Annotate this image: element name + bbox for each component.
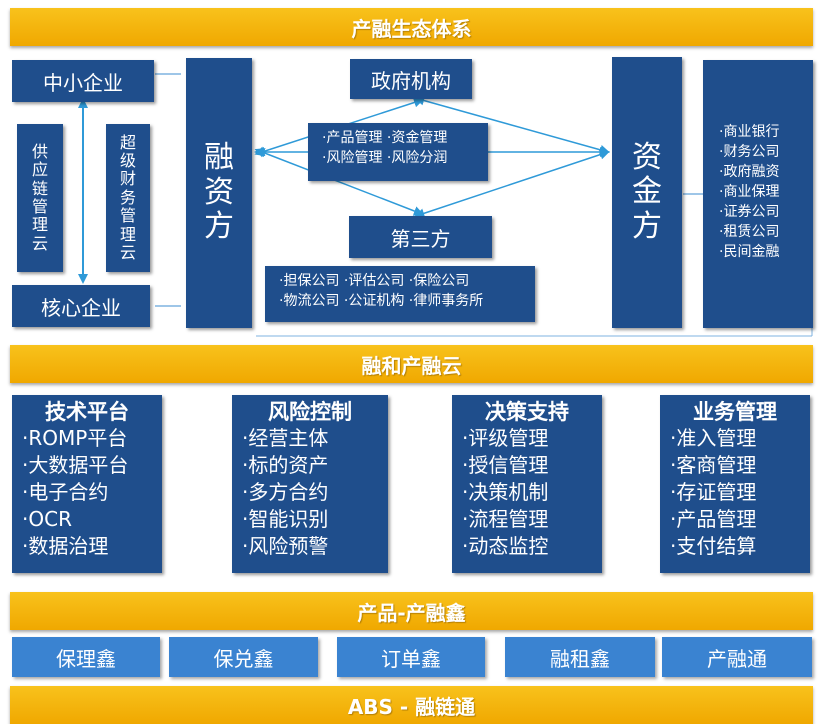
financing-party-char: 融: [204, 140, 234, 176]
module-title: 风险控制: [268, 400, 352, 424]
center-services-line: ·产品管理 ·资金管理: [322, 130, 448, 146]
module-item: ·电子合约: [22, 480, 109, 504]
financing-party-box: 融 资 方: [186, 58, 252, 328]
capital-party-char: 金: [632, 174, 662, 210]
module-title: 技术平台: [45, 400, 129, 424]
super-finance-cloud-box: 超 级 财 务 管 理 云: [106, 124, 150, 272]
module-item: ·大数据平台: [22, 453, 129, 477]
module-title: 业务管理: [693, 400, 777, 424]
capital-list-item: ·政府融资: [719, 164, 780, 180]
super-finance-cloud-char: 务: [119, 187, 136, 207]
module-risk-control: 风险控制 ·经营主体 ·标的资产 ·多方合约 ·智能识别 ·风险预警: [232, 395, 388, 573]
module-item: ·经营主体: [242, 426, 329, 450]
supply-chain-cloud-char: 链: [31, 178, 48, 198]
module-tech-platform: 技术平台 ·ROMP平台 ·大数据平台 ·电子合约 ·OCR ·数据治理: [12, 395, 162, 573]
module-item: ·流程管理: [462, 507, 549, 531]
third-party-list-line: ·担保公司 ·评估公司 ·保险公司: [279, 273, 470, 289]
thirdparty-capital-arrow: [414, 149, 610, 219]
products-title: 产品-产融鑫: [10, 592, 813, 630]
abs-title: ABS - 融链通: [10, 686, 813, 724]
supply-chain-cloud-char: 云: [31, 233, 48, 253]
sme-box: 中小企业: [12, 60, 154, 102]
module-item: ·评级管理: [462, 426, 549, 450]
module-item: ·存证管理: [670, 480, 757, 504]
third-party-box: 第三方: [349, 216, 492, 258]
super-finance-cloud-char: 财: [119, 169, 136, 189]
product-chanrongtong: 产融通: [662, 637, 812, 677]
third-party-list-line: ·物流公司 ·公证机构 ·律师事务所: [279, 293, 484, 309]
ecosystem-title: 产融生态体系: [10, 8, 813, 46]
supply-chain-cloud-box: 供 应 链 管 理 云: [17, 124, 63, 272]
capital-list-item: ·财务公司: [719, 144, 780, 160]
module-item: ·准入管理: [670, 426, 757, 450]
financing-party-char: 方: [204, 209, 234, 245]
capital-list-box: ·商业银行 ·财务公司 ·政府融资 ·商业保理 ·证券公司 ·租赁公司 ·民间金…: [703, 60, 813, 328]
government-capital-arrow: [414, 95, 610, 155]
product-dingdan: 订单鑫: [337, 637, 485, 677]
super-finance-cloud-char: 云: [119, 242, 136, 262]
module-item: ·智能识别: [242, 507, 329, 531]
center-services-line: ·风险管理 ·风险分润: [322, 150, 448, 166]
module-item: ·产品管理: [670, 507, 757, 531]
capital-party-char: 资: [632, 139, 662, 175]
supply-chain-cloud-char: 应: [31, 160, 48, 180]
financing-party-char: 资: [204, 174, 234, 210]
capital-party-box: 资 金 方: [612, 57, 682, 328]
product-baodui: 保兑鑫: [169, 637, 318, 677]
capital-list-item: ·证券公司: [719, 204, 780, 220]
financing-thirdparty-arrow: [254, 148, 424, 216]
supply-chain-cloud-char: 管: [31, 197, 48, 216]
core-enterprise-box: 核心企业: [12, 285, 150, 327]
module-decision-support: 决策支持 ·评级管理 ·授信管理 ·决策机制 ·流程管理 ·动态监控: [452, 395, 602, 573]
super-finance-cloud-char: 管: [119, 206, 136, 226]
module-item: ·标的资产: [242, 453, 329, 477]
module-item: ·支付结算: [670, 534, 757, 558]
capital-list-item: ·商业银行: [719, 124, 780, 140]
government-box: 政府机构: [350, 59, 472, 99]
capital-list-item: ·商业保理: [719, 184, 780, 200]
module-item: ·授信管理: [462, 453, 549, 477]
module-item: ·风险预警: [242, 534, 329, 558]
module-item: ·多方合约: [242, 480, 329, 504]
capital-list-item: ·民间金融: [719, 244, 780, 260]
module-item: ·动态监控: [462, 534, 549, 558]
module-item: ·决策机制: [462, 480, 549, 504]
product-rongzu: 融租鑫: [505, 637, 655, 677]
module-item: ·ROMP平台: [22, 426, 128, 450]
supply-chain-cloud-char: 理: [31, 215, 48, 235]
module-business-management: 业务管理 ·准入管理 ·客商管理 ·存证管理 ·产品管理 ·支付结算: [660, 395, 810, 573]
module-item: ·数据治理: [22, 534, 109, 558]
cloud-title: 融和产融云: [10, 345, 813, 383]
supply-chain-cloud-char: 供: [31, 141, 48, 161]
super-finance-cloud-char: 理: [119, 224, 136, 244]
module-item: ·OCR: [22, 507, 72, 531]
super-finance-cloud-char: 级: [119, 151, 136, 171]
product-baoli: 保理鑫: [12, 637, 160, 677]
center-services-box: ·产品管理 ·资金管理 ·风险管理 ·风险分润: [308, 123, 488, 181]
capital-list-item: ·租赁公司: [719, 224, 780, 240]
module-item: ·客商管理: [670, 453, 757, 477]
module-title: 决策支持: [485, 400, 569, 424]
capital-party-char: 方: [632, 208, 662, 244]
third-party-list-box: ·担保公司 ·评估公司 ·保险公司 ·物流公司 ·公证机构 ·律师事务所: [265, 266, 535, 322]
super-finance-cloud-char: 超: [119, 132, 136, 152]
